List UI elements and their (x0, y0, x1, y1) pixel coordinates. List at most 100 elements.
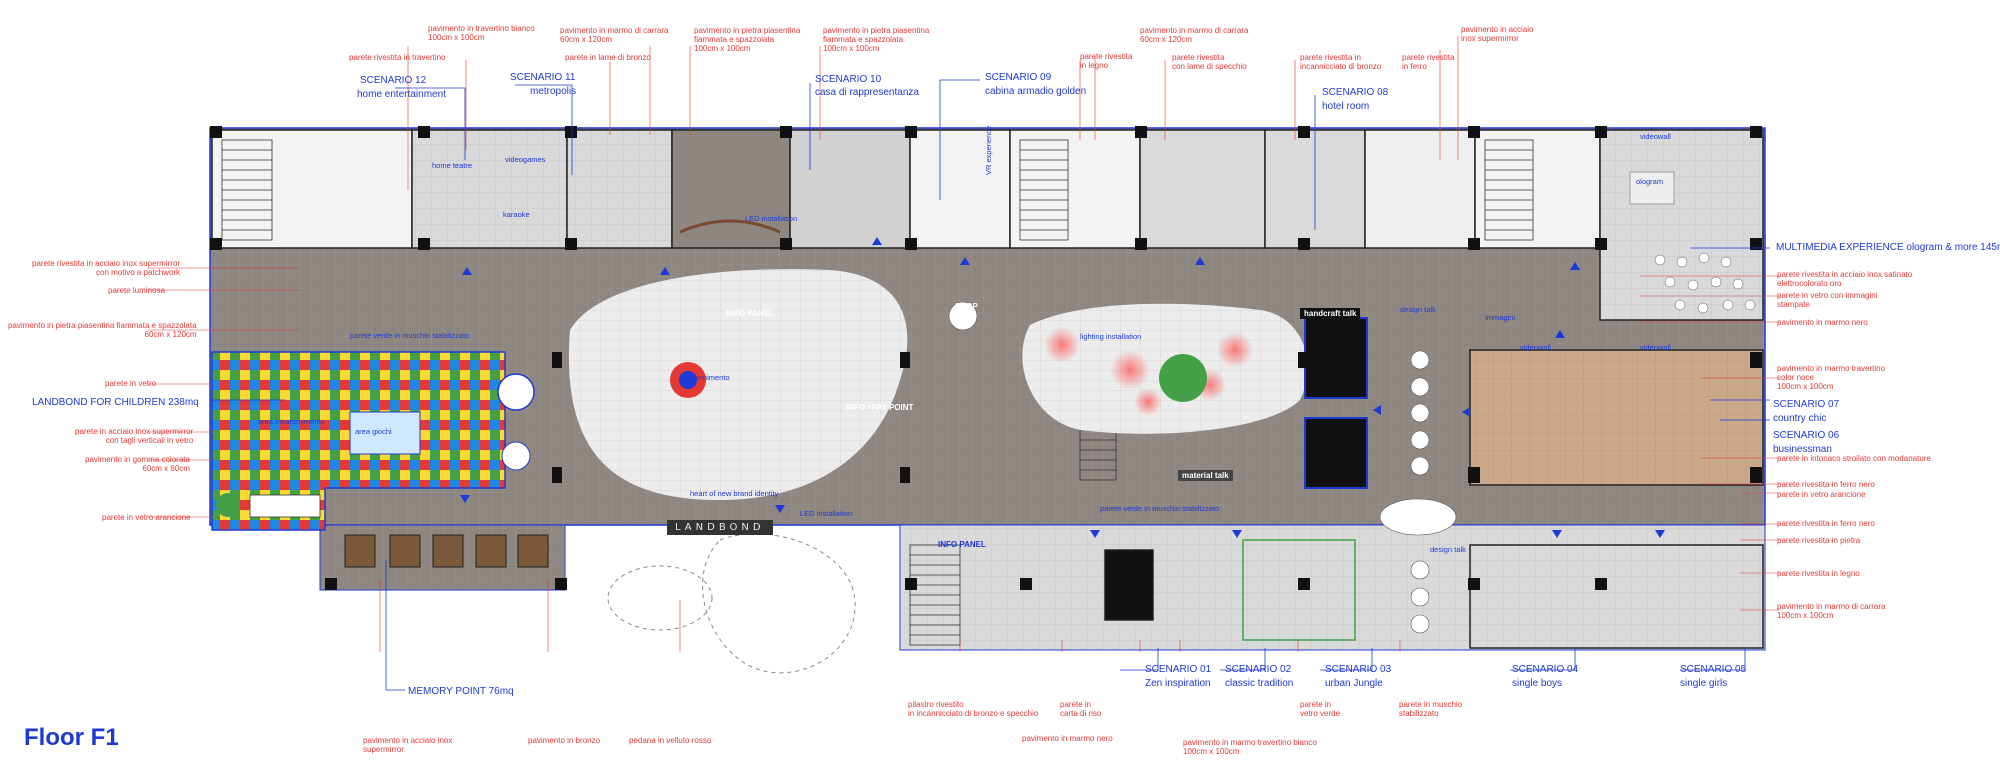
videowall-label-1: videowall (1640, 132, 1671, 141)
multimedia-zone-label: MULTIMEDIA EXPERIENCE ologram & more 145… (1776, 242, 2000, 253)
scenario-03-title: SCENARIO 03 (1325, 664, 1392, 675)
brand-identity-mark (670, 362, 706, 398)
scenario-11-title: SCENARIO 11 (510, 72, 576, 83)
outdoor-garden (607, 533, 856, 674)
scenario-08-title: SCENARIO 08 (1322, 87, 1389, 98)
scenario-02-title: SCENARIO 02 (1225, 664, 1292, 675)
annotation-left-7: parete in vetro arancione (102, 513, 191, 522)
annotation-right-6: parete rivestita in ferro nero (1777, 480, 1875, 489)
green-wall-bottom-label: parete verde in muschio stabilizzato (1100, 504, 1220, 513)
annotation-left-1: parete rivestita in acciaio inox supermi… (32, 259, 181, 277)
scenario-10-subtitle: casa di rappresentanza (815, 87, 919, 98)
annotation-bottom-7: pavimento in marmo travertino bianco 100… (1183, 738, 1317, 756)
annotation-top-12: pavimento in acciaio inox supermirror (1461, 25, 1534, 43)
annotation-bottom-6: pavimento in marmo nero (1022, 734, 1113, 743)
scenario-04-subtitle: single boys (1512, 678, 1563, 689)
annotation-left-2: parete luminosa (108, 286, 165, 295)
annotation-top-10: parete rivestita in incannicciato di bro… (1300, 53, 1382, 71)
brand-logo: LANDBOND (667, 520, 773, 535)
annotation-top-2: parete rivestita in travertino (349, 53, 446, 62)
annotation-left-3: pavimento in pietra piasentina fiammata … (8, 321, 197, 339)
annotation-right-1: parete rivestita in acciaio inox satinat… (1777, 270, 1913, 288)
scenario-05-subtitle: single girls (1680, 678, 1728, 689)
scenario-02-subtitle: classic tradition (1225, 678, 1294, 689)
led-installation-label: LED installation (745, 214, 798, 223)
annotation-bottom-3: pedana in velluto rosso (629, 736, 712, 745)
annotation-top-3: pavimento in marmo di carrara 60cm x 120… (560, 26, 669, 44)
annotation-top-1: pavimento in travertino bianco 100cm x 1… (428, 24, 535, 42)
talk-tables (948, 301, 1457, 634)
vr-experience-label: VR experience (984, 125, 993, 175)
entertainment-label: intrattenimento (680, 373, 730, 382)
lighting-installation (1044, 327, 1253, 416)
images-wall-label: immagini (1485, 313, 1516, 322)
scenario-01-subtitle: Zen inspiration (1145, 678, 1211, 689)
scenario-leaders (210, 79, 1770, 691)
scenario-07-subtitle: country chic (1773, 413, 1827, 424)
annotation-right-5: parete in intonaco stroilato con modanat… (1777, 454, 1931, 463)
ologram-label: ologram (1636, 177, 1664, 186)
handcraft-talk-label: handcraft talk (1300, 308, 1361, 319)
floor-title: Floor F1 (24, 724, 119, 751)
annotation-right-2: parete in vetro con immagini stampate (1777, 291, 1878, 309)
scenario-07-title: SCENARIO 07 (1773, 399, 1840, 410)
videowall-label-3: videowall (1640, 343, 1671, 352)
scenario-05-title: SCENARIO 05 (1680, 664, 1747, 675)
scenario-10-title: SCENARIO 10 (815, 74, 882, 85)
scenario-06-subtitle: businessman (1773, 444, 1832, 455)
annotation-right-11: pavimento in marmo di carrara 100cm x 10… (1777, 602, 1886, 620)
info-panel-label-2: INFO PANEL (938, 540, 986, 549)
kids-area-label-1: area intrattenimento (258, 417, 325, 426)
scenario-03-subtitle: urban Jungle (1325, 678, 1383, 689)
annotation-bottom-5: parete in carta di riso (1060, 700, 1102, 718)
children-zone-label: LANDBOND FOR CHILDREN 238mq (32, 397, 199, 408)
scenario-11-subtitle: metropolis (530, 86, 577, 97)
kids-area-label-2: area giochi (355, 427, 392, 436)
annotation-right-9: parete rivestita in pietra (1777, 536, 1861, 545)
entrance-arrows (460, 237, 1665, 538)
videogames-label: videogames (505, 155, 546, 164)
scenario-12-subtitle: home entertainment (357, 89, 446, 100)
top-rooms (211, 129, 1764, 321)
led-installation-label-2: LED installation (800, 509, 853, 518)
heart-brand-label: heart of new brand identity (690, 489, 779, 498)
annotation-right-8: parete rivestita in ferro nero (1777, 519, 1875, 528)
annotation-left-6: pavimento in gomma colorata 60cm x 60cm (85, 455, 190, 473)
info-pay-point-label: INFO / PAY POINT (846, 403, 914, 412)
memory-zone-label: MEMORY POINT 76mq (408, 686, 514, 697)
structural-columns (210, 126, 1762, 590)
material-talk-label: material talk (1178, 470, 1233, 481)
home-teatre-label: home teatre (432, 161, 473, 170)
annotation-top-9: parete rivestita con lame di specchio (1172, 53, 1247, 71)
info-panel-label: INFO PANEL (726, 309, 774, 318)
design-talk-label-2: design talk (1430, 545, 1466, 554)
scenario-01-title: SCENARIO 01 (1145, 664, 1212, 675)
multimedia-seats (1629, 171, 1756, 314)
annotation-right-4: pavimento in marmo travertino color noce… (1777, 364, 1886, 391)
annotation-top-8: pavimento in marmo di carrara 60cm x 120… (1140, 26, 1249, 44)
annotation-top-6: pavimento in pietra piasentina fiammata … (823, 26, 930, 53)
annotation-right-10: parete rivestita in legno (1777, 569, 1860, 578)
annotation-bottom-8: parete in vetro verde (1300, 700, 1341, 718)
annotation-top-7: parete rivestita in legno (1080, 52, 1133, 70)
karaoke-label: karaoke (503, 210, 530, 219)
scenario-09-subtitle: cabina armadio golden (985, 86, 1087, 97)
annotation-top-11: parete rivestita in ferro (1402, 53, 1455, 71)
annotation-leaders (148, 36, 1780, 652)
lighting-installation-label: lighting installation (1080, 332, 1142, 341)
annotation-bottom-2: pavimento in bronzo (528, 736, 601, 745)
annotation-bottom-4: pilastro rivestito in incannicciato di b… (908, 700, 1039, 718)
scenario-08-subtitle: hotel room (1322, 101, 1370, 112)
annotation-left-4: parete in vetro (105, 379, 157, 388)
scenario-12-title: SCENARIO 12 (360, 75, 427, 86)
scenario-06-title: SCENARIO 06 (1773, 430, 1840, 441)
annotation-bottom-9: parete in muschio stabilizzato (1399, 700, 1463, 718)
scenario-04-title: SCENARIO 04 (1512, 664, 1579, 675)
annotation-right-3: pavimento in marmo nero (1777, 318, 1868, 327)
design-talk-label: design talk (1400, 305, 1436, 314)
children-area (211, 351, 535, 531)
scenario-09-title: SCENARIO 09 (985, 72, 1052, 83)
annotation-left-5: parete in acciaio inox supermirror con t… (75, 427, 194, 445)
annotation-bottom-1: pavimento in acciaio inox supermirror (363, 736, 453, 754)
